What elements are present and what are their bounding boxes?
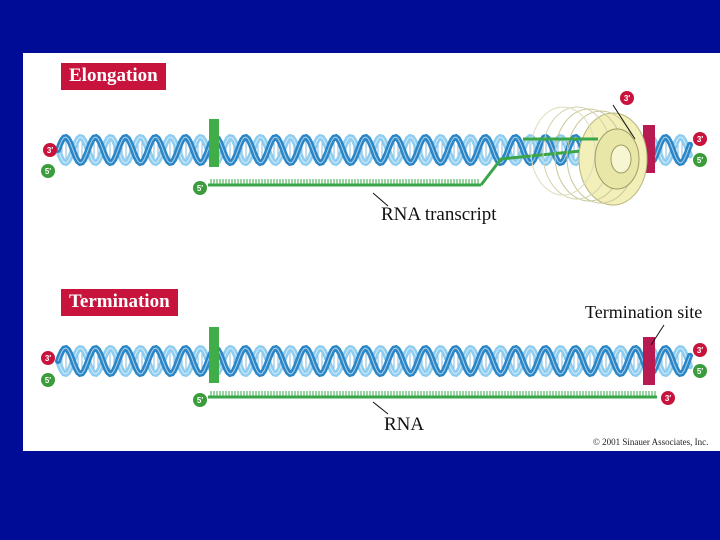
svg-text:3′: 3′ [697, 346, 703, 355]
rna-transcript-leader [372, 192, 389, 207]
elongation-top-left-end: 3′ [43, 143, 57, 157]
svg-text:5′: 5′ [45, 376, 51, 385]
termination-dna-helix [55, 344, 693, 378]
termination-site-leader [650, 324, 665, 346]
termination-bottom-left-end: 5′ [41, 373, 55, 387]
diagram-panel: 3′ 5′ 3′ 5′ 5′ 3′ 3′ 5′ [23, 53, 720, 451]
svg-text:5′: 5′ [697, 156, 703, 165]
svg-text:3′: 3′ [665, 394, 671, 403]
termination-site-caption: Termination site [585, 302, 703, 322]
svg-text:3′: 3′ [697, 135, 703, 144]
termination-rna-5-end: 5′ [193, 393, 207, 407]
svg-text:3′: 3′ [47, 146, 53, 155]
rna-polymerase [523, 106, 648, 206]
elongation-top-right-end: 3′ [693, 132, 707, 146]
termination-top-right-end: 3′ [693, 343, 707, 357]
growing-end-leader [612, 104, 636, 140]
elongation-bottom-left-end: 5′ [41, 164, 55, 178]
termination-rna [208, 391, 657, 399]
svg-text:3′: 3′ [624, 94, 630, 103]
rna-caption: RNA [384, 414, 425, 435]
svg-text:5′: 5′ [697, 367, 703, 376]
elongation-bottom-right-end: 5′ [693, 153, 707, 167]
svg-text:5′: 5′ [45, 167, 51, 176]
elongation-rna-5-end: 5′ [193, 181, 207, 195]
termination-site-marker [643, 337, 655, 385]
elongation-rna-3-end: 3′ [620, 91, 634, 105]
rna-transcript-caption: RNA transcript [381, 204, 497, 225]
termination-top-left-end: 3′ [41, 351, 55, 365]
svg-text:5′: 5′ [197, 184, 203, 193]
transcription-illustration: 3′ 5′ 3′ 5′ 5′ 3′ 3′ 5′ [41, 91, 707, 415]
svg-text:3′: 3′ [45, 354, 51, 363]
elongation-rna-transcript [208, 147, 602, 187]
copyright-notice: © 2001 Sinauer Associates, Inc. [593, 437, 709, 447]
rna-leader [372, 401, 389, 415]
elongation-label: Elongation [61, 63, 166, 90]
svg-text:5′: 5′ [197, 396, 203, 405]
termination-bottom-right-end: 5′ [693, 364, 707, 378]
termination-rna-3-end: 3′ [661, 391, 675, 405]
elongation-promoter-marker [209, 119, 219, 167]
termination-label: Termination [61, 289, 178, 316]
termination-promoter-marker [209, 327, 219, 383]
